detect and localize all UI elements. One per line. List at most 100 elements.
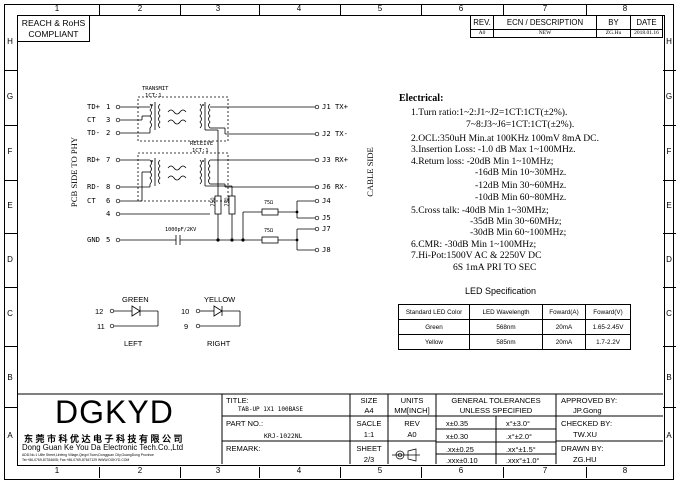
zone-divider [586,467,587,478]
elec-line: 6S 1mA PRI TO SEC [453,262,537,273]
left-pin-name: GND [87,235,100,244]
led-spec-cell: 585nm [469,334,543,350]
left-pin-number: 2 [106,128,111,137]
rev-header-ecn: ECN / DESCRIPTION [506,18,584,27]
led-spec-header: Foward(A) [542,304,586,320]
company-address: ADD:No.1 Ulife Street,Linfeng Village,Qi… [22,453,154,457]
zone-divider [586,4,587,15]
green-pin-a: 12 [95,307,104,316]
scale-label: SACLE [356,419,382,428]
zone-divider [180,467,181,478]
approved-label: APPROVED BY: [561,396,618,405]
zone-col-top: 2 [137,4,143,13]
zone-row-left: A [7,431,13,440]
zone-divider [503,4,504,15]
elec-line: 7.Hi-Pot:1500V AC & 2250V DC [411,250,542,261]
rev-header-date: DATE [636,18,657,27]
cable-side-label: CABLE SIDE [365,147,375,197]
zone-row-right: A [666,431,672,440]
zone-col-bottom: 3 [215,466,221,475]
led-spec-title: LED Specification [465,286,537,296]
size-value: A4 [364,406,374,415]
approved-value: JP.Gong [573,406,602,415]
drawn-label: DRAWN BY: [561,444,604,453]
elec-line: 5.Cross talk: -40dB Min 1~30MHz; [411,205,549,216]
elec-line: -12dB Min 30~60MHz. [475,180,567,191]
zone-row-left: D [7,255,13,264]
zone-divider [4,233,17,234]
sheet-label: SHEET [356,444,382,453]
right-pin-label: J7 [322,224,331,233]
zone-col-bottom: 2 [137,466,143,475]
green-pin-b: 11 [97,322,105,331]
elec-line: 1.Turn ratio:1~2:J1~J2=1CT:1CT(±2%). [411,107,568,118]
right-pin-label: J5 [322,213,331,222]
zone-divider [340,467,341,478]
zone-row-right: G [665,92,673,101]
resistor-label-1: 75Ω [210,197,217,207]
zone-row-left: G [6,92,14,101]
zone-divider [4,346,17,347]
checked-label: CHECKED BY: [561,419,613,428]
led-spec-cell: Green [398,319,470,335]
led-spec-cell: Yellow [398,334,470,350]
part-no-value: KRJ-1022NL [264,432,303,440]
tolerance-angular: .xx°±1.5° [506,445,536,454]
tolerance-title-1: GENERAL TOLERANCES [451,396,541,405]
left-pin-number: 1 [106,102,111,111]
tolerance-angular: .x°±2.0° [506,432,532,441]
electrical-title: Electrical: [399,93,444,104]
zone-divider [259,4,260,15]
rev-value-block: A0 [407,430,417,439]
right-pin-label: J4 [322,196,331,205]
right-pin-label: J1 TX+ [322,102,348,111]
company-name-en: Dong Guan Ke You Da Electronic Tech.Co.,… [22,443,184,452]
zone-divider [663,180,676,181]
zone-row-left: E [7,201,13,210]
elec-line: -35dB Min 30~60MHz; [470,216,562,227]
led-spec-cell: 20mA [542,319,586,335]
zone-col-top: 6 [458,4,464,13]
compliance-line2: COMPLIANT [28,29,79,39]
zone-divider [180,4,181,15]
rev-by-value: ZG.Hu [605,30,622,36]
projection-symbol [392,448,420,462]
tolerance-linear: x±0.35 [446,419,469,428]
zone-row-right: F [666,147,672,156]
zone-divider [340,4,341,15]
transmit-ratio: 1CT:1 [145,93,162,99]
yellow-led-name: RIGHT [207,339,231,348]
elec-line: -30dB Min 60~100MHz; [470,227,567,238]
zone-divider [4,287,17,288]
led-spec-header: Foward(V) [585,304,631,320]
units-value: MM[INCH] [394,406,430,415]
yellow-pin-a: 10 [181,307,190,316]
led-spec-cell: 568nm [469,319,543,335]
elec-line: 3.Insertion Loss: -1.0 dB Max 1~100MHz. [411,144,576,155]
capacitor-label: 1000pF/2KV [165,227,197,233]
tolerance-title-2: UNLESS SPECIFIED [459,406,533,415]
rev-header-by: BY [608,18,619,27]
zone-row-left: B [7,373,13,382]
right-pin-label: J2 TX- [322,129,348,138]
zone-row-right: B [666,373,672,382]
elec-line: -16dB Min 10~30MHz. [475,167,567,178]
left-pin-number: 4 [106,209,111,218]
company-logo: DGKYD [55,394,174,430]
left-pin-number: 3 [106,115,111,124]
zone-row-right: E [666,201,672,210]
elec-line: -10dB Min 60~80MHz. [475,192,567,203]
zone-divider [4,70,17,71]
zone-col-bottom: 8 [622,466,628,475]
left-pin-number: 8 [106,182,111,191]
zone-divider [259,467,260,478]
left-pin-name: TD+ [87,102,100,111]
zone-col-bottom: 6 [458,466,464,475]
yellow-pin-b: 9 [184,322,189,331]
elec-line: 4.Return loss: -20dB Min 1~10MHz; [411,156,554,167]
resistor-label-4: 75Ω [264,228,274,234]
elec-line: 2.OCL:350uH Min.at 100KHz 100mV 8mA DC. [411,133,599,144]
rev-value: A0 [478,30,486,36]
company-contact: Tel:+86-0769-87334608; Fax:+86-0769-8764… [22,458,130,462]
